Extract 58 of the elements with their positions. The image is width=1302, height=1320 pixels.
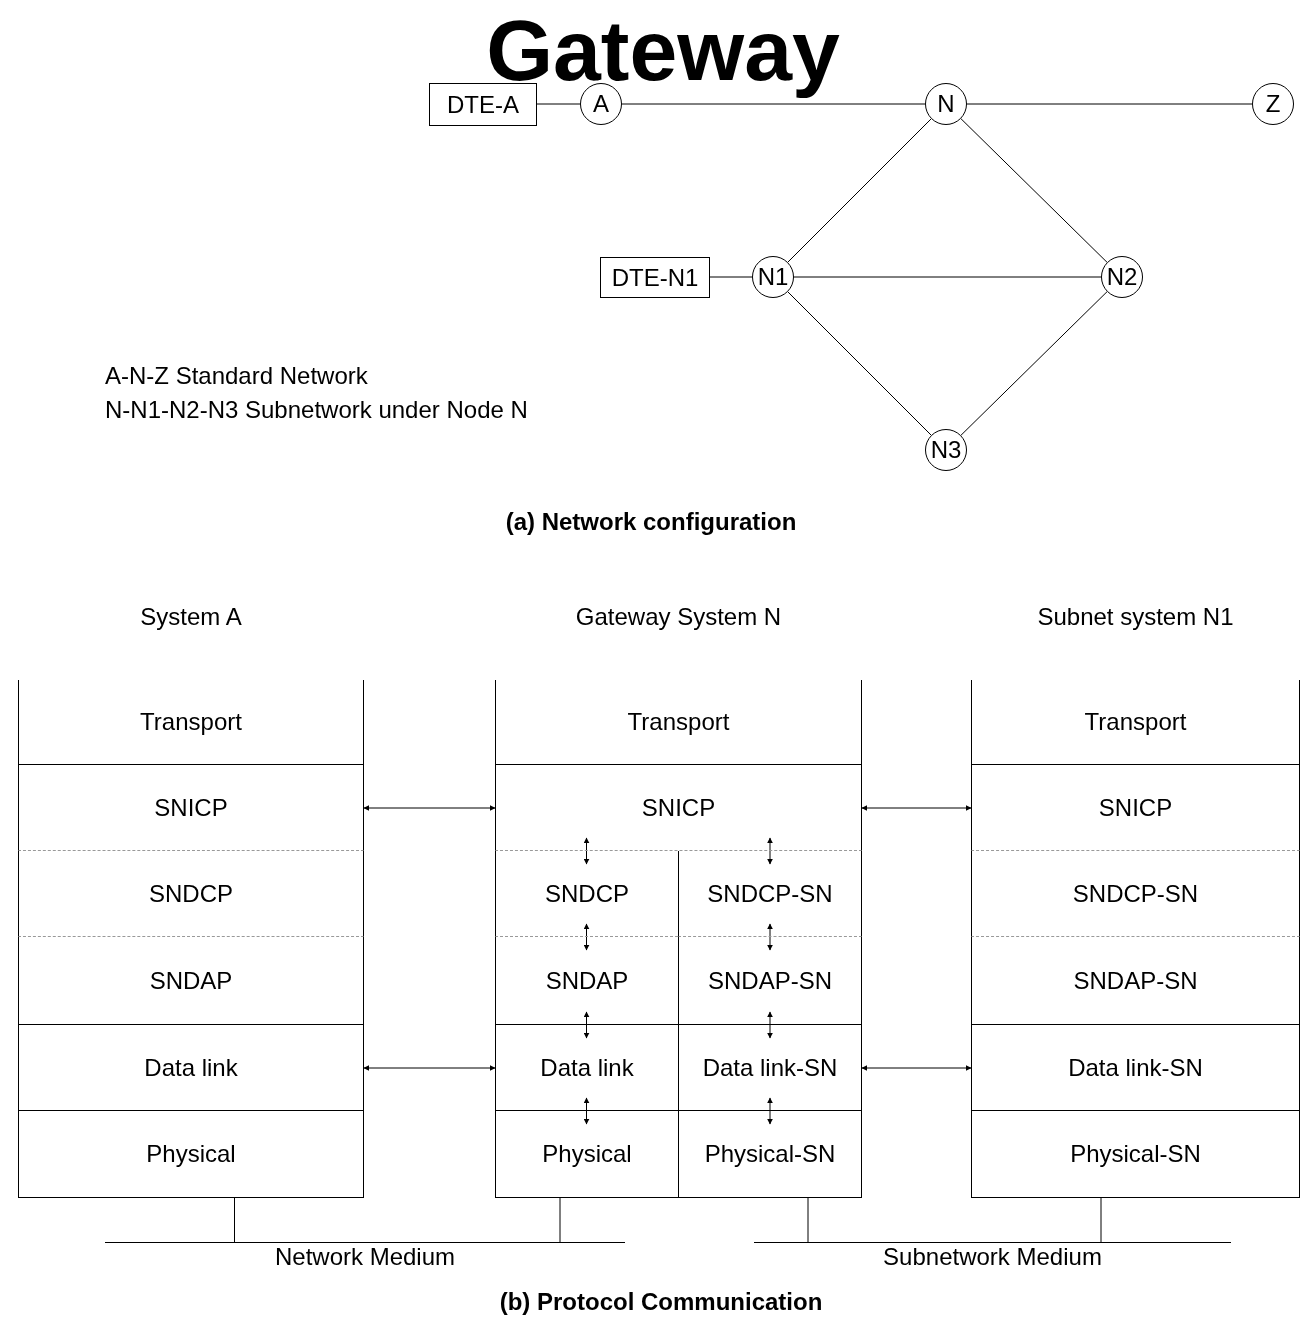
double-arrow [363,805,496,811]
protocol-layer: SNDAP [18,937,364,1025]
double-arrow [767,1097,773,1125]
medium-line: Network Medium [105,1242,625,1282]
protocol-layer: SNDAP-SN [678,937,862,1025]
protocol-layer: Physical-SN [971,1111,1300,1198]
protocol-layer: Data link-SN [678,1025,862,1111]
connector-line [787,118,932,263]
double-arrow [583,1097,590,1125]
connector-line [709,276,753,278]
caption: (b) Protocol Communication [498,1288,824,1316]
note-text: A-N-Z Standard Network [105,362,368,390]
medium-line: Subnetwork Medium [754,1242,1231,1282]
double-arrow [767,1011,773,1039]
double-arrow [861,805,972,811]
double-arrow [583,923,590,951]
protocol-layer: Transport [18,680,364,765]
terminal-box: DTE-N1 [600,257,710,298]
protocol-layer: Physical [495,1111,678,1198]
protocol-layer: Data link [495,1025,678,1111]
connector-line [960,118,1108,263]
protocol-layer: Transport [971,680,1300,765]
stack-heading: Gateway System N [574,602,783,632]
connector-line [787,291,932,436]
protocol-layer: SNDAP [495,937,678,1025]
connector-line [1100,1197,1102,1243]
protocol-layer: Transport [495,680,862,765]
connector-line [960,291,1108,436]
terminal-box: DTE-A [429,83,537,126]
connector-line [793,276,1102,278]
connector-line [559,1197,561,1243]
double-arrow [363,1065,496,1071]
protocol-layer: SNDCP [18,851,364,937]
connector-line [621,103,926,105]
protocol-layer: SNDCP [495,851,678,937]
caption: (a) Network configuration [504,508,798,536]
connector-line [536,103,581,105]
note-text: N-N1-N2-N3 Subnetwork under Node N [105,396,528,424]
double-arrow [583,837,590,865]
connector-line [966,103,1253,105]
protocol-layer: Physical-SN [678,1111,862,1198]
stack-heading: System A [139,602,243,632]
protocol-layer: Data link-SN [971,1025,1300,1111]
protocol-layer: SNDCP-SN [678,851,862,937]
protocol-layer: SNICP [971,765,1300,851]
protocol-layer: SNDCP-SN [971,851,1300,937]
connector-line [234,1197,235,1243]
protocol-layer: Data link [18,1025,364,1111]
protocol-layer: SNDAP-SN [971,937,1300,1025]
double-arrow [861,1065,972,1071]
double-arrow [767,837,773,865]
stack-heading: Subnet system N1 [1036,602,1235,632]
protocol-layer: Physical [18,1111,364,1198]
protocol-layer: SNICP [18,765,364,851]
connector-line [807,1197,809,1243]
protocol-layer: SNICP [495,765,862,851]
double-arrow [583,1011,590,1039]
double-arrow [767,923,773,951]
